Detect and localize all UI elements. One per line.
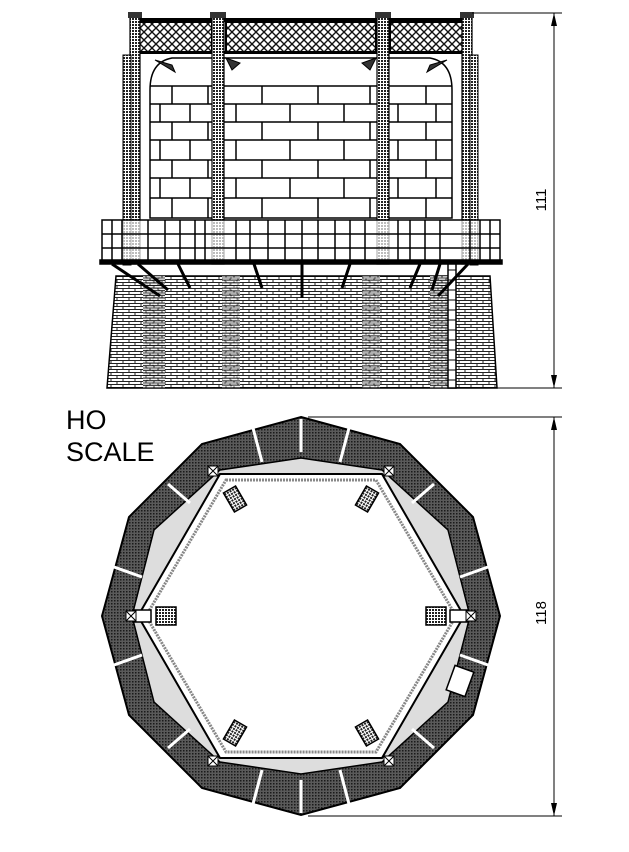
height-dimension-value: 111 (533, 189, 550, 212)
roof-frieze-left (131, 21, 213, 53)
column-fixtures (132, 484, 475, 748)
roof-frieze-right (389, 21, 471, 53)
width-dimension: 118 (308, 416, 562, 817)
elevation-view (99, 12, 503, 389)
column-crosses (125, 465, 477, 767)
water-tank (149, 57, 453, 219)
roof-frieze-center (225, 21, 377, 53)
balcony-railing (99, 219, 503, 265)
scale-label: HO SCALE (66, 404, 155, 468)
height-dimension: 111 (472, 12, 562, 389)
columns (122, 12, 479, 266)
width-dimension-value: 118 (533, 601, 550, 625)
balcony-struts (111, 262, 470, 298)
scale-label-line1: HO (66, 405, 107, 435)
scale-label-line2: SCALE (66, 437, 155, 467)
plan-view (100, 415, 502, 817)
